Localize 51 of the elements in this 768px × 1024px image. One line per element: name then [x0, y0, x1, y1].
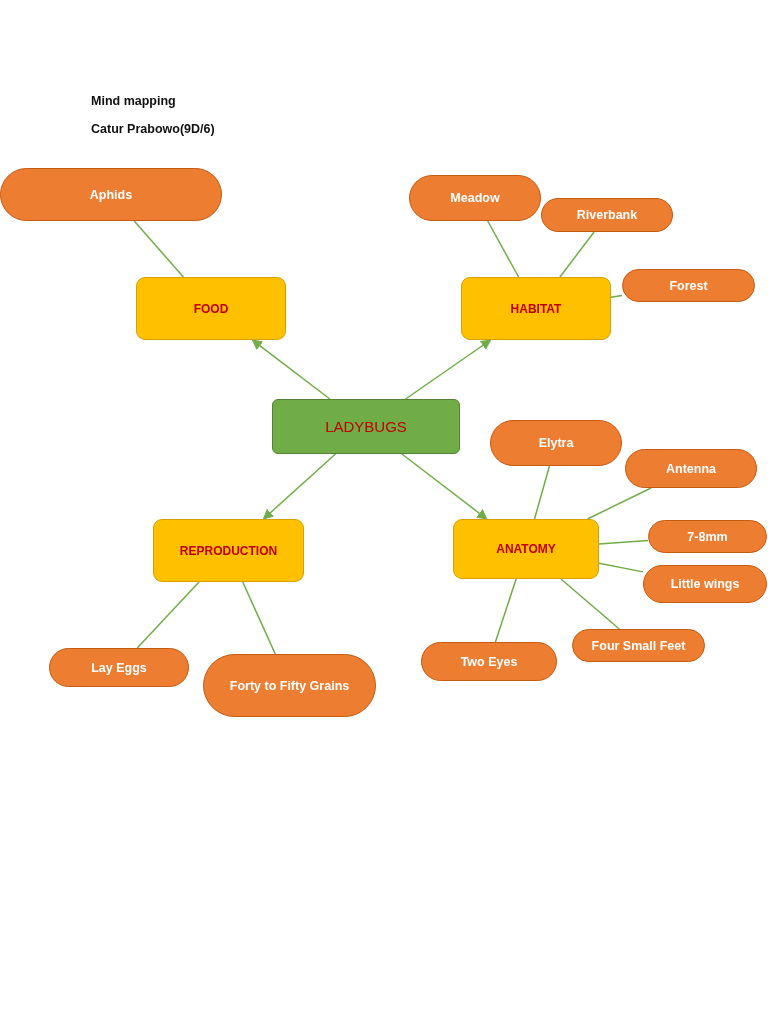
- central-topic-box: [272, 399, 460, 454]
- node-label: LADYBUGS: [325, 418, 407, 435]
- node-label: Riverbank: [576, 208, 638, 222]
- connector-line: [559, 231, 595, 278]
- node-label: Elytra: [538, 436, 574, 450]
- heading-text: Mind mapping: [91, 94, 176, 108]
- topic-pill: [643, 565, 767, 603]
- node-label: Two Eyes: [460, 654, 518, 669]
- node-label: ANATOMY: [496, 542, 556, 556]
- connector-line: [533, 465, 551, 520]
- connector-line: [486, 220, 520, 278]
- connector-line: [586, 487, 652, 520]
- arrow: [404, 339, 492, 400]
- connector-line: [133, 220, 185, 278]
- topic-pill: [622, 269, 755, 302]
- topic-pill: [625, 449, 757, 488]
- node-label: REPRODUCTION: [179, 543, 278, 558]
- node-label: Antenna: [666, 461, 716, 476]
- topic-pill: [648, 520, 767, 553]
- topic-pill: [0, 168, 222, 221]
- connector-line: [610, 294, 623, 298]
- node-label: FOOD: [193, 301, 229, 316]
- node-label: Forest: [669, 278, 708, 293]
- node-label: Lay Eggs: [91, 660, 147, 675]
- topic-pill: [49, 648, 189, 687]
- author-text: Catur Prabowo(9D/6): [91, 122, 215, 136]
- topic-pill: [572, 629, 705, 662]
- connector-line: [598, 562, 644, 573]
- node-label: Forty to Fifty Grains: [229, 678, 350, 693]
- connector-line: [242, 581, 276, 655]
- node-label: 7-8mm: [687, 529, 728, 544]
- connector-line: [494, 578, 517, 643]
- arrow: [401, 453, 488, 520]
- arrow: [251, 339, 331, 400]
- node-label: HABITAT: [510, 301, 562, 316]
- node-label: Meadow: [450, 191, 500, 205]
- category-box: [453, 519, 599, 579]
- arrow: [262, 453, 337, 520]
- node-label: Four Small Feet: [591, 638, 686, 653]
- topic-pill: [490, 420, 622, 466]
- category-box: [153, 519, 304, 582]
- topic-pill: [409, 175, 541, 221]
- topic-pill: [541, 198, 673, 232]
- topic-pill: [421, 642, 557, 681]
- connector-line: [598, 539, 649, 545]
- connector-line: [560, 578, 620, 630]
- node-label: Little wings: [670, 577, 740, 591]
- node-label: Aphids: [89, 187, 133, 202]
- connector-line: [136, 581, 200, 649]
- category-box: [136, 277, 286, 340]
- category-box: [461, 277, 611, 340]
